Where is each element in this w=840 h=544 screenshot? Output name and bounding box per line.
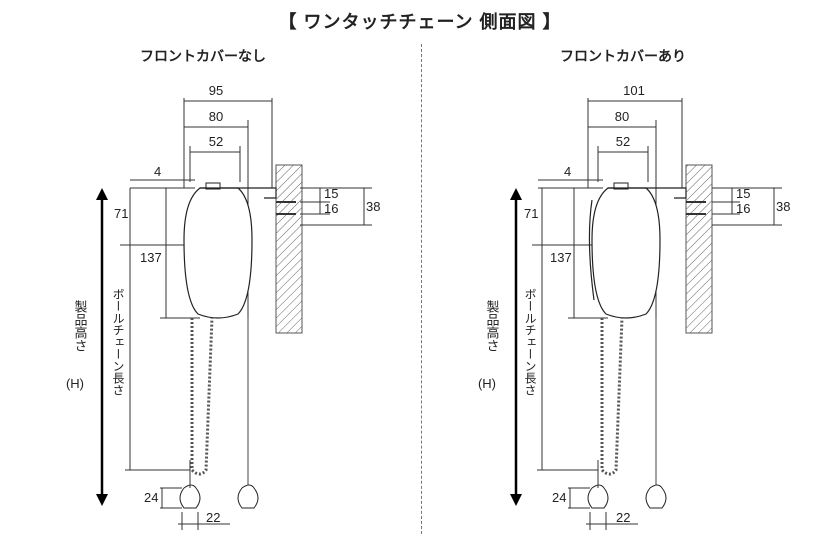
front-cover (588, 199, 595, 301)
dim-height-upper: 71 (524, 206, 538, 221)
dim-top-width: 95 (209, 83, 223, 98)
knob-right (645, 484, 667, 509)
dim-knob-width: 22 (616, 510, 630, 525)
dim-inner-width: 52 (616, 134, 630, 149)
label-ball-chain-length: ボールチェーン長さ (523, 288, 537, 396)
side-view-diagram-without-cover: 95 80 52 4 71 137 15 16 38 24 22 ボールチェーン… (66, 83, 380, 530)
dim-bracket-total: 38 (776, 199, 790, 214)
dim-knob-height: 24 (144, 490, 158, 505)
label-product-height: 製品高さ (73, 300, 88, 352)
mounting-bracket (608, 187, 687, 199)
side-view-diagram-with-cover: 101 80 52 4 71 137 15 16 38 24 22 ボールチェー… (478, 83, 790, 530)
label-product-height-symbol: (H) (66, 376, 84, 391)
dim-height-total: 137 (140, 250, 162, 265)
knob-left (587, 484, 609, 509)
headrail-body (591, 187, 661, 319)
dim-inner-width: 52 (209, 134, 223, 149)
ball-chain (600, 317, 624, 476)
page-title: 【 ワンタッチチェーン 側面図 】 (278, 12, 562, 32)
dim-small-gap: 4 (564, 164, 571, 179)
dim-bracket-upper: 15 (736, 186, 750, 201)
dim-bracket-total: 38 (366, 199, 380, 214)
label-product-height-symbol: (H) (478, 376, 496, 391)
wall (275, 164, 303, 334)
dim-bracket-lower: 16 (736, 201, 750, 216)
ball-chain (190, 317, 214, 476)
knob-right (237, 484, 259, 509)
wall (685, 164, 713, 334)
dim-bracket-lower: 16 (324, 201, 338, 216)
dim-height-total: 137 (550, 250, 572, 265)
label-ball-chain-length: ボールチェーン長さ (111, 288, 125, 396)
dim-mid-width: 80 (209, 109, 223, 124)
headrail-body (183, 187, 253, 319)
dim-top-width: 101 (623, 83, 645, 98)
dim-knob-width: 22 (206, 510, 220, 525)
dim-height-upper: 71 (114, 206, 128, 221)
center-divider (421, 44, 422, 534)
subtitle-with-cover: フロントカバーあり (560, 48, 686, 64)
dim-knob-height: 24 (552, 490, 566, 505)
subtitle-without-cover: フロントカバーなし (140, 48, 266, 64)
dim-bracket-upper: 15 (324, 186, 338, 201)
dim-mid-width: 80 (615, 109, 629, 124)
mounting-bracket (200, 187, 277, 199)
label-product-height: 製品高さ (485, 300, 500, 352)
dim-small-gap: 4 (154, 164, 161, 179)
knob-left (179, 484, 201, 509)
